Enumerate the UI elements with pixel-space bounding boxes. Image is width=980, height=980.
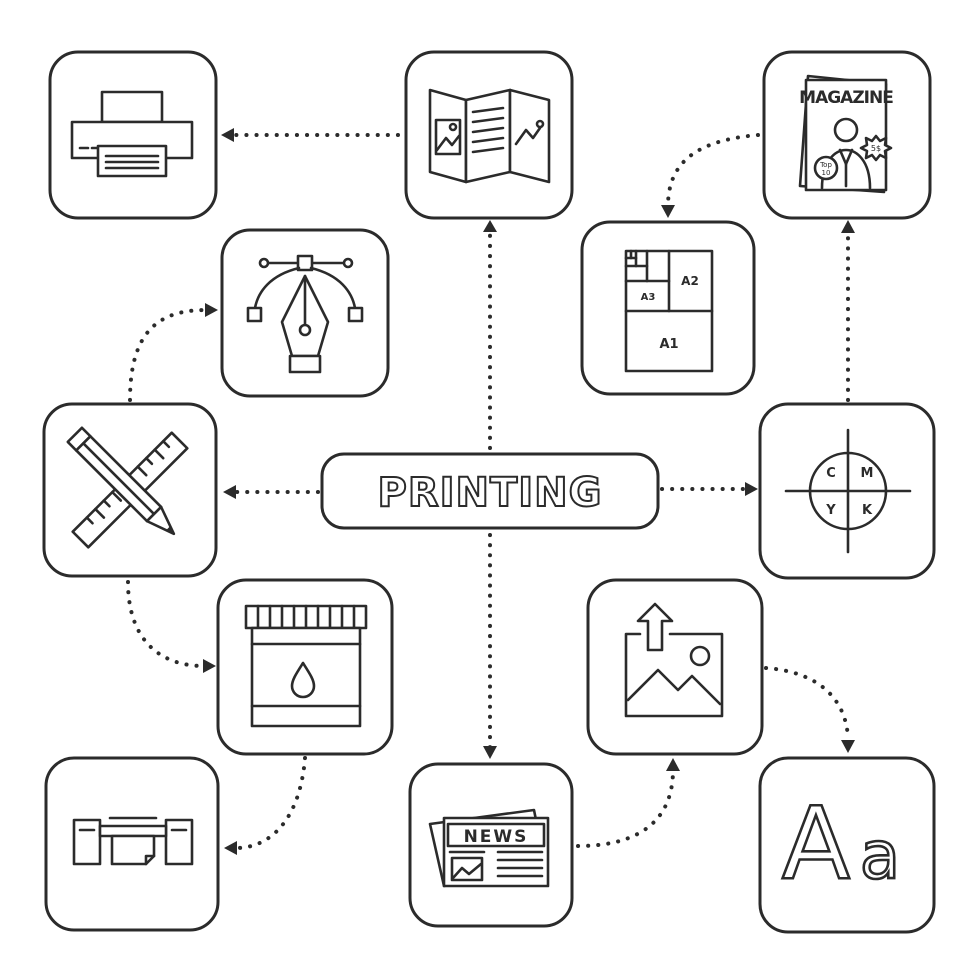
brochure-node	[404, 50, 574, 220]
arrowhead	[221, 128, 234, 142]
center-box	[320, 452, 660, 530]
image-upload-icon	[624, 602, 724, 718]
cmyk-m: M	[861, 466, 874, 481]
paper-sizes-icon: A1 A2 A3	[624, 249, 714, 373]
magazine-node: MAGAZINE Top 10 5$	[762, 50, 932, 220]
image-upload-node	[586, 578, 764, 756]
printer-icon	[70, 90, 194, 178]
typography-node: A a	[758, 756, 936, 934]
arrowhead	[203, 659, 216, 673]
connector-news-image	[576, 768, 675, 848]
arrowhead	[223, 485, 236, 499]
cmyk-c: C	[826, 466, 836, 481]
newspaper-node: NEWS	[408, 762, 574, 928]
arrowhead	[483, 220, 497, 232]
paper-size-a1: A1	[659, 337, 678, 352]
cmyk-target-icon: C M Y K	[784, 428, 912, 554]
typography-small-letter: a	[860, 817, 900, 894]
cmyk-k: K	[862, 503, 873, 518]
center-title: PRINTING	[378, 470, 603, 516]
plotter-node	[44, 756, 220, 932]
connector-tools-pen	[128, 308, 208, 402]
connector-tools-ink	[126, 580, 206, 668]
cmyk-node: C M Y K	[758, 402, 936, 580]
brochure-icon	[428, 88, 551, 184]
arrowhead	[841, 740, 855, 753]
printer-node	[48, 50, 218, 220]
newspaper-headline: NEWS	[464, 827, 529, 847]
magazine-price: 5$	[871, 144, 881, 153]
connector-image-typography	[764, 666, 850, 740]
paper-size-a2: A2	[681, 274, 699, 288]
cmyk-y: Y	[825, 503, 836, 518]
magazine-title: MAGAZINE	[799, 88, 893, 108]
paper-size-a3: A3	[641, 292, 656, 303]
node-box	[586, 578, 764, 756]
arrowhead	[205, 303, 218, 317]
newspaper-icon: NEWS	[428, 808, 550, 888]
connector-ink-plotter	[234, 756, 307, 850]
ink-bottle-node	[216, 578, 394, 756]
arrowhead	[745, 482, 758, 496]
magazine-badge-number: 10	[822, 169, 831, 177]
arrowhead	[483, 746, 497, 759]
arrowhead	[661, 205, 675, 218]
vector-pen-icon	[246, 254, 364, 374]
magazine-badge-top: Top	[819, 161, 832, 169]
typography-icon: A a	[780, 784, 901, 904]
arrowhead	[224, 841, 237, 855]
ink-bottle-icon	[244, 604, 368, 728]
vector-pen-node	[220, 228, 390, 398]
plotter-icon	[72, 816, 194, 866]
connectors	[126, 128, 855, 855]
connector-magazine-sizes	[666, 133, 760, 208]
magazine-icon: MAGAZINE Top 10 5$	[798, 74, 894, 194]
paper-sizes-node: A1 A2 A3	[580, 220, 756, 396]
node-box	[758, 756, 936, 934]
arrowhead	[841, 220, 855, 233]
design-tools-icon	[66, 426, 189, 549]
center-node: PRINTING	[320, 452, 660, 530]
typography-big-letter: A	[782, 785, 850, 902]
design-tools-node	[42, 402, 218, 578]
arrowhead	[666, 758, 680, 771]
